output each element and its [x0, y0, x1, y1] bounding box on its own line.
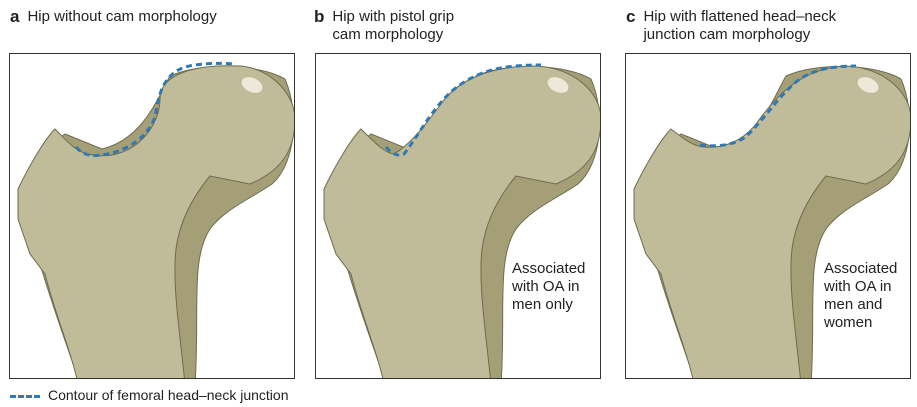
panel-b-title: Hip with pistol grip cam morphology [332, 8, 454, 44]
panel-a-letter: a [10, 7, 19, 26]
panel-b-note: Associated with OA in men only [512, 260, 585, 314]
panel-c-title: Hip with flattened head–neck junction ca… [643, 8, 836, 44]
panel-a-header: a Hip without cam morphology [10, 8, 217, 27]
legend-label: Contour of femoral head–neck junction [48, 387, 288, 403]
dashed-line-icon [10, 395, 40, 398]
legend: Contour of femoral head–neck junction [10, 387, 288, 403]
panel-c-header: c Hip with flattened head–neck junction c… [626, 8, 836, 44]
panel-b-frame: Associated with OA in men only [315, 53, 601, 379]
panel-c-frame: Associated with OA in men and women [625, 53, 911, 379]
panel-b-header: b Hip with pistol grip cam morphology [314, 8, 454, 44]
panel-a-title: Hip without cam morphology [27, 8, 216, 26]
panel-c-letter: c [626, 7, 635, 26]
panel-b-letter: b [314, 7, 324, 26]
panel-b-bone-body [324, 66, 601, 379]
panel-c-bone-body [634, 66, 911, 379]
panel-a-femur-illustration [10, 54, 295, 379]
panel-c-note: Associated with OA in men and women [824, 260, 897, 332]
panel-a-frame [9, 53, 295, 379]
panel-b-femur-illustration [316, 54, 601, 379]
